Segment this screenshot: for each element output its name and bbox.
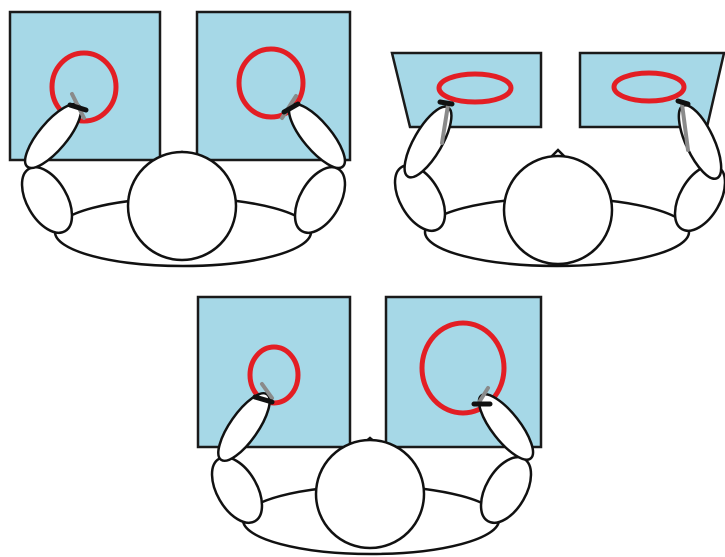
head <box>502 154 614 266</box>
pen-left-dark <box>67 102 89 113</box>
board-left <box>8 10 162 162</box>
pen-right-gray <box>476 386 490 406</box>
circle-right <box>419 320 507 416</box>
circle-left <box>436 71 514 105</box>
head <box>126 150 238 262</box>
pen-left-gray <box>260 382 274 400</box>
pen-right-dark <box>281 101 301 115</box>
pen-left-gray <box>440 103 450 145</box>
circle-right <box>611 70 687 104</box>
board-right <box>578 51 725 129</box>
panel-top-left <box>8 10 352 268</box>
pen-right-dark <box>675 98 691 107</box>
circle-right <box>236 46 306 120</box>
pen-left-dark <box>252 394 275 405</box>
upper-arm-left <box>393 164 447 232</box>
board-left <box>196 295 352 449</box>
board-left <box>390 51 543 129</box>
head <box>314 438 426 550</box>
circle-left <box>49 50 119 124</box>
pen-left-dark <box>437 99 455 107</box>
panel-bottom <box>196 295 543 556</box>
pen-right-gray <box>680 102 690 152</box>
panel-top-right <box>390 51 725 268</box>
